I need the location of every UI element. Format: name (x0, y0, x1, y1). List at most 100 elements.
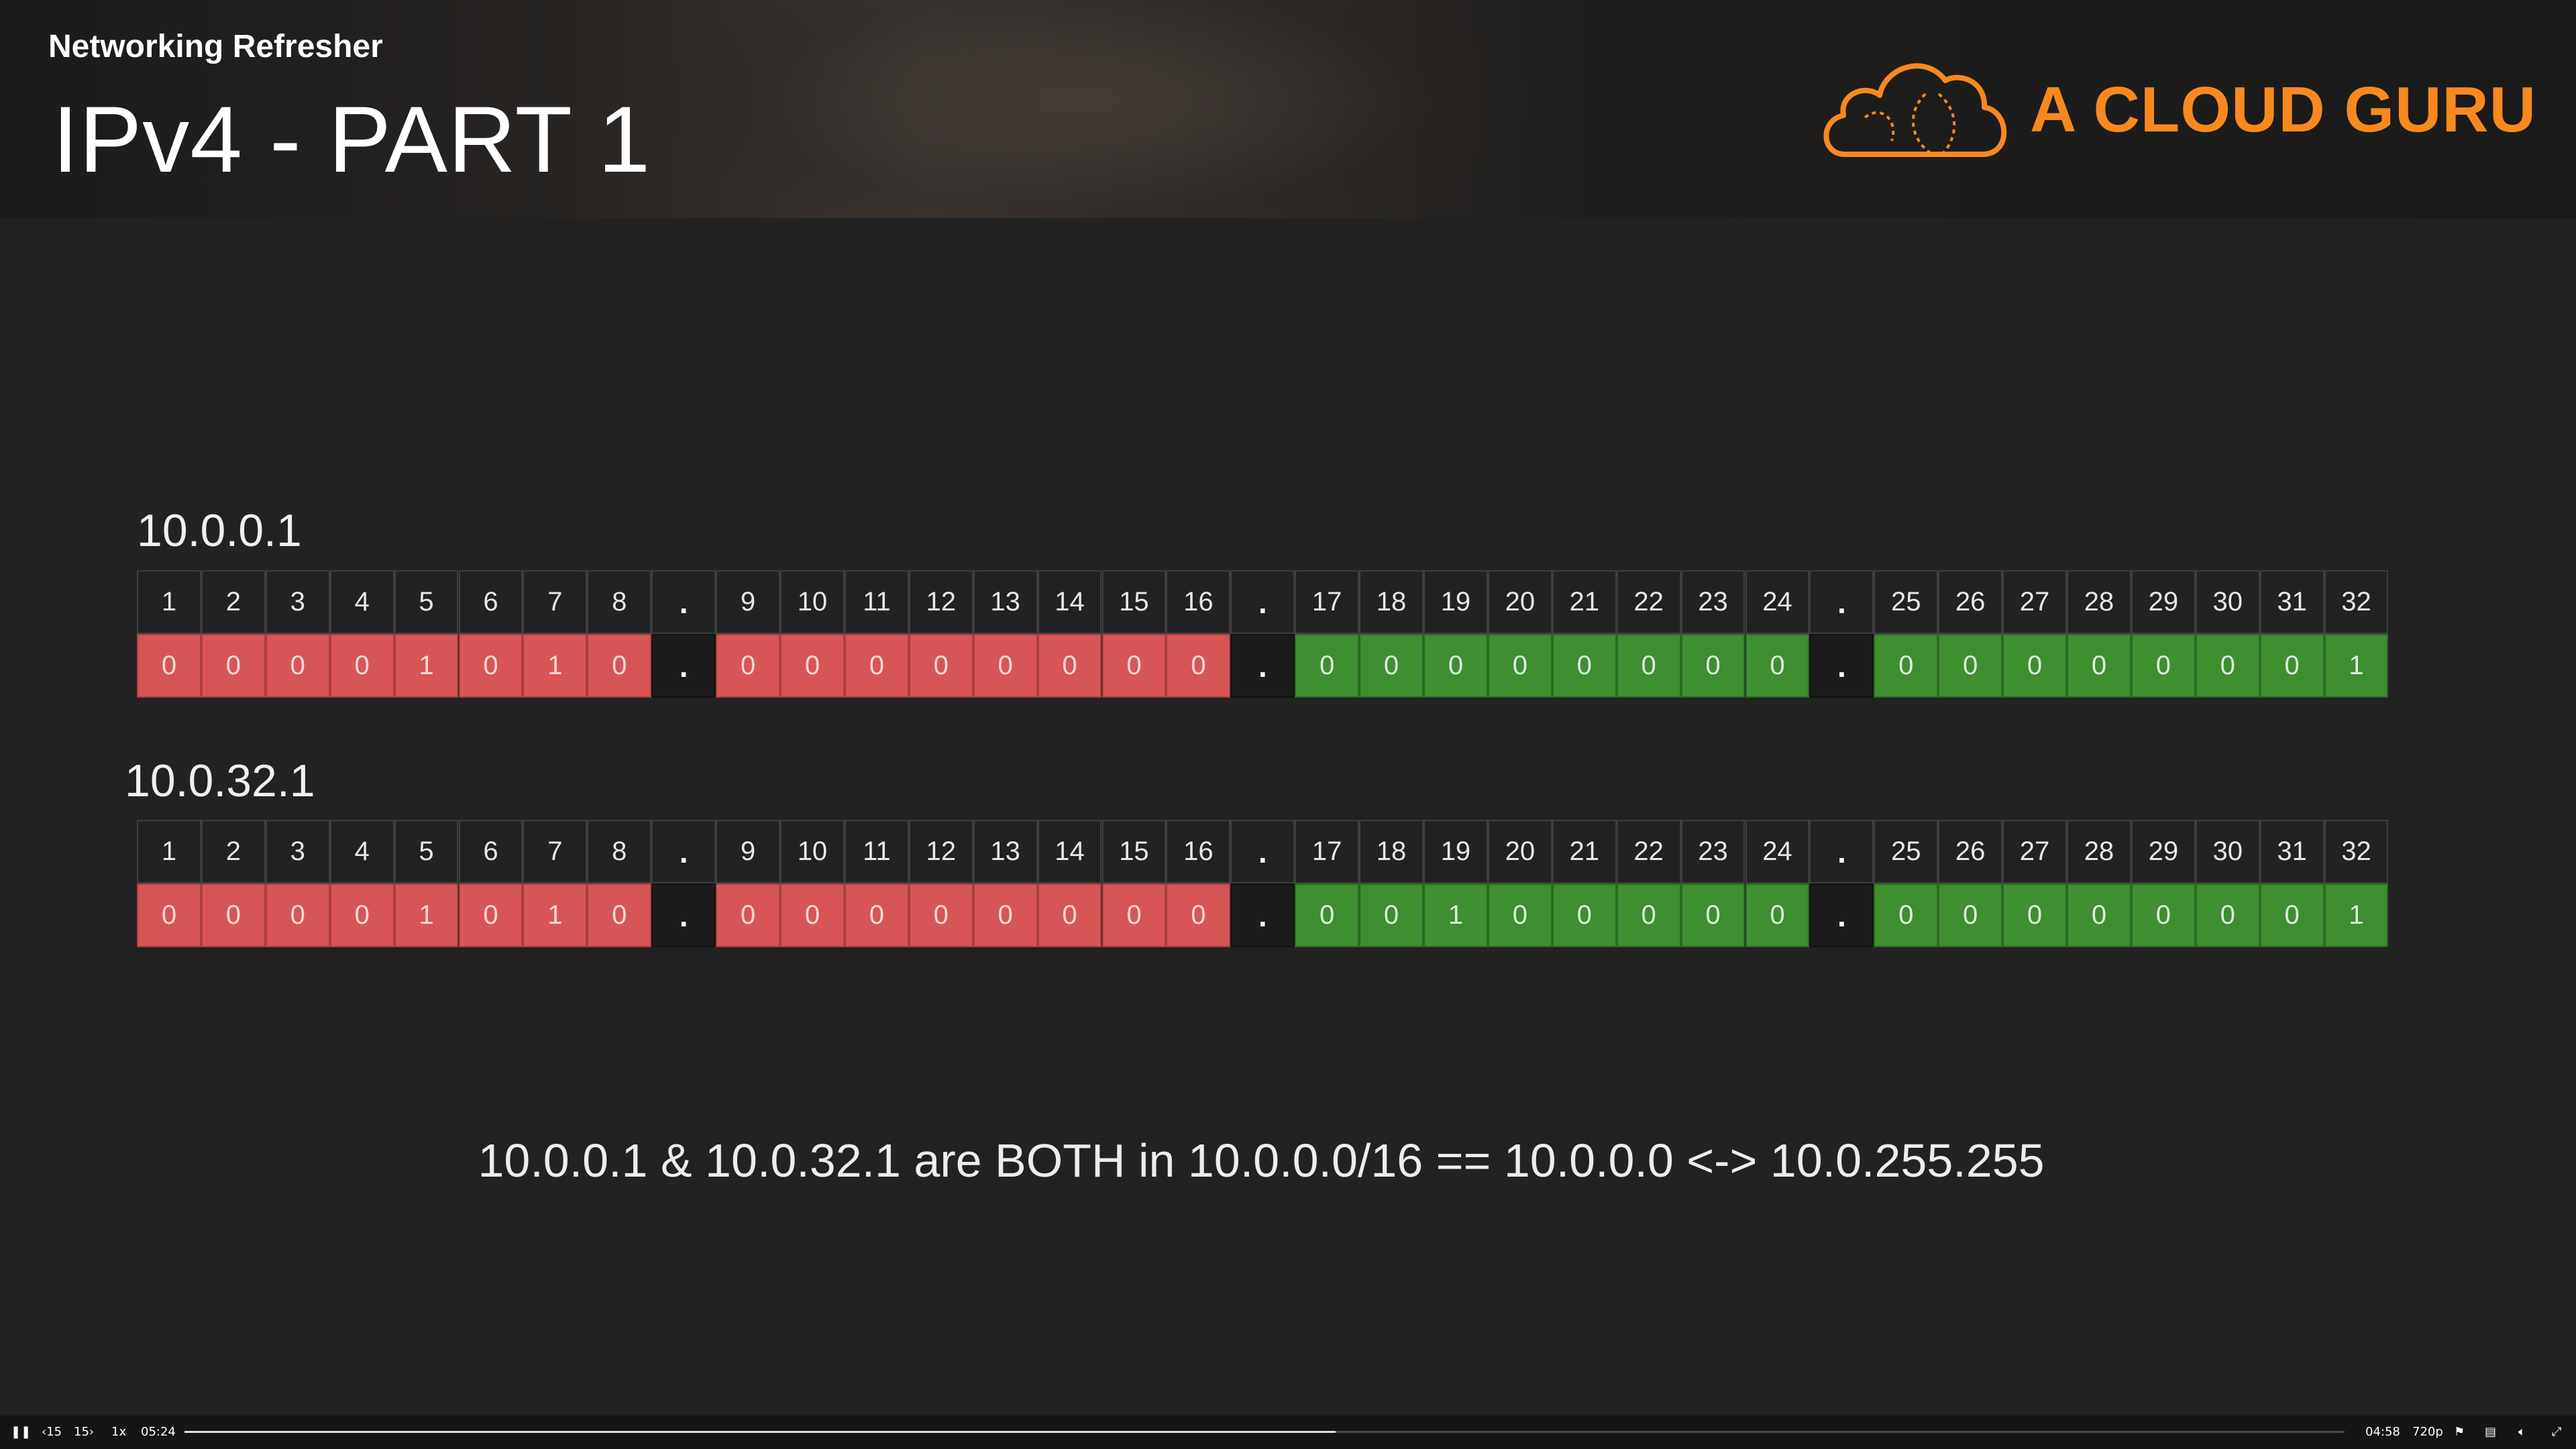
network-bit-cell: 0 (137, 634, 201, 698)
host-bit-cell: 0 (2131, 634, 2196, 698)
octet-separator: . (1809, 820, 1874, 883)
bit-position-cell: 10 (780, 570, 845, 634)
octet-separator: . (651, 820, 716, 883)
bit-position-cell: 27 (2002, 570, 2067, 634)
host-bit-cell: 1 (2324, 883, 2389, 947)
ip-address-label: 10.0.32.1 (125, 755, 315, 806)
volume-button[interactable]: 🔈︎ (2518, 1426, 2526, 1439)
bit-position-cell: 1 (137, 820, 201, 883)
bit-position-cell: 24 (1745, 820, 1810, 883)
bit-position-cell: 26 (1938, 570, 2003, 634)
network-bit-cell: 0 (458, 883, 523, 947)
network-bit-cell: 0 (716, 883, 780, 947)
bit-position-cell: 5 (394, 820, 459, 883)
playback-speed-button[interactable]: 1x (111, 1425, 127, 1439)
host-bit-cell: 0 (2195, 634, 2260, 698)
progress-fill (184, 1431, 1336, 1433)
rewind-15-button[interactable]: ‹15 (42, 1425, 62, 1439)
bit-position-cell: 23 (1680, 570, 1746, 634)
bit-position-cell: 17 (1295, 570, 1360, 634)
flag-icon: ⚑ (2454, 1425, 2465, 1439)
elapsed-time: 05:24 (141, 1425, 176, 1439)
network-bit-cell: 0 (587, 883, 652, 947)
bit-position-cell: 25 (1874, 570, 1939, 634)
host-bit-cell: 0 (2067, 883, 2131, 947)
octet-separator: . (1809, 634, 1874, 698)
flag-button[interactable]: ⚑ (2454, 1426, 2465, 1439)
network-bit-cell: 1 (523, 883, 588, 947)
bit-position-cell: 25 (1874, 820, 1939, 883)
bit-position-cell: 30 (2195, 570, 2260, 634)
bit-position-cell: 29 (2131, 820, 2196, 883)
host-bit-cell: 0 (2195, 883, 2260, 947)
bit-position-cell: 31 (2259, 570, 2324, 634)
network-bit-cell: 0 (844, 634, 909, 698)
network-bit-cell: 0 (908, 883, 973, 947)
course-title: Networking Refresher (48, 29, 383, 64)
captions-button[interactable]: ▤ (2485, 1426, 2496, 1439)
bit-position-cell: 18 (1359, 570, 1424, 634)
bit-position-cell: 14 (1037, 820, 1102, 883)
bit-position-cell: 12 (908, 820, 973, 883)
host-bit-cell: 0 (2259, 634, 2324, 698)
octet-separator: . (1230, 570, 1295, 634)
host-bit-cell: 0 (1552, 634, 1617, 698)
network-bit-cell: 0 (1102, 634, 1167, 698)
octet-separator: . (1809, 570, 1874, 634)
network-bit-cell: 0 (973, 883, 1038, 947)
bit-position-cell: 30 (2195, 820, 2260, 883)
octet-separator: . (1809, 883, 1874, 947)
host-bit-cell: 0 (1359, 634, 1424, 698)
bit-position-cell: 31 (2259, 820, 2324, 883)
bit-position-cell: 8 (587, 570, 652, 634)
host-bit-cell: 0 (1616, 634, 1681, 698)
pause-button[interactable]: ❚❚ (11, 1426, 31, 1439)
host-bit-cell: 0 (1874, 883, 1939, 947)
captions-icon: ▤ (2485, 1425, 2497, 1439)
host-bit-cell: 0 (1295, 883, 1360, 947)
bit-position-cell: 4 (329, 570, 394, 634)
host-bit-cell: 0 (1874, 634, 1939, 698)
bit-position-cell: 16 (1166, 820, 1231, 883)
bit-position-cell: 21 (1552, 570, 1617, 634)
bit-position-cell: 3 (265, 570, 330, 634)
bit-position-cell: 12 (908, 570, 973, 634)
bit-position-cell: 16 (1166, 570, 1231, 634)
host-bit-cell: 0 (1680, 634, 1746, 698)
bit-position-cell: 4 (329, 820, 394, 883)
fullscreen-button[interactable]: ⤢ (2552, 1426, 2561, 1439)
octet-separator: . (651, 570, 716, 634)
network-bit-cell: 0 (329, 883, 394, 947)
host-bit-cell: 0 (2067, 634, 2131, 698)
bit-position-cell: 19 (1424, 570, 1488, 634)
octet-separator: . (651, 634, 716, 698)
network-bit-cell: 0 (973, 634, 1038, 698)
quality-button[interactable]: 720p (2412, 1425, 2443, 1439)
pause-icon: ❚❚ (11, 1425, 32, 1439)
host-bit-cell: 0 (1487, 634, 1552, 698)
bit-position-cell: 21 (1552, 820, 1617, 883)
network-bit-cell: 1 (394, 634, 459, 698)
host-bit-cell: 0 (2259, 883, 2324, 947)
bit-position-cell: 20 (1487, 570, 1552, 634)
bit-position-cell: 2 (201, 570, 266, 634)
ip-address-label: 10.0.0.1 (137, 505, 302, 556)
summary-text: 10.0.0.1 & 10.0.32.1 are BOTH in 10.0.0.… (478, 1134, 2045, 1187)
network-bit-cell: 1 (394, 883, 459, 947)
cloud-logo-icon (1823, 63, 2007, 157)
network-bit-cell: 0 (329, 634, 394, 698)
bit-position-cell: 18 (1359, 820, 1424, 883)
network-bit-cell: 0 (201, 883, 266, 947)
bit-position-cell: 6 (458, 820, 523, 883)
progress-bar[interactable] (184, 1431, 2345, 1433)
network-bit-cell: 0 (780, 883, 845, 947)
bit-position-cell: 14 (1037, 570, 1102, 634)
host-bit-cell: 1 (2324, 634, 2389, 698)
lesson-title: IPv4 - PART 1 (52, 87, 651, 192)
brand-name: A CLOUD GURU (2030, 74, 2537, 146)
octet-separator: . (651, 883, 716, 947)
bit-position-cell: 5 (394, 570, 459, 634)
forward-15-button[interactable]: 15› (74, 1425, 95, 1439)
